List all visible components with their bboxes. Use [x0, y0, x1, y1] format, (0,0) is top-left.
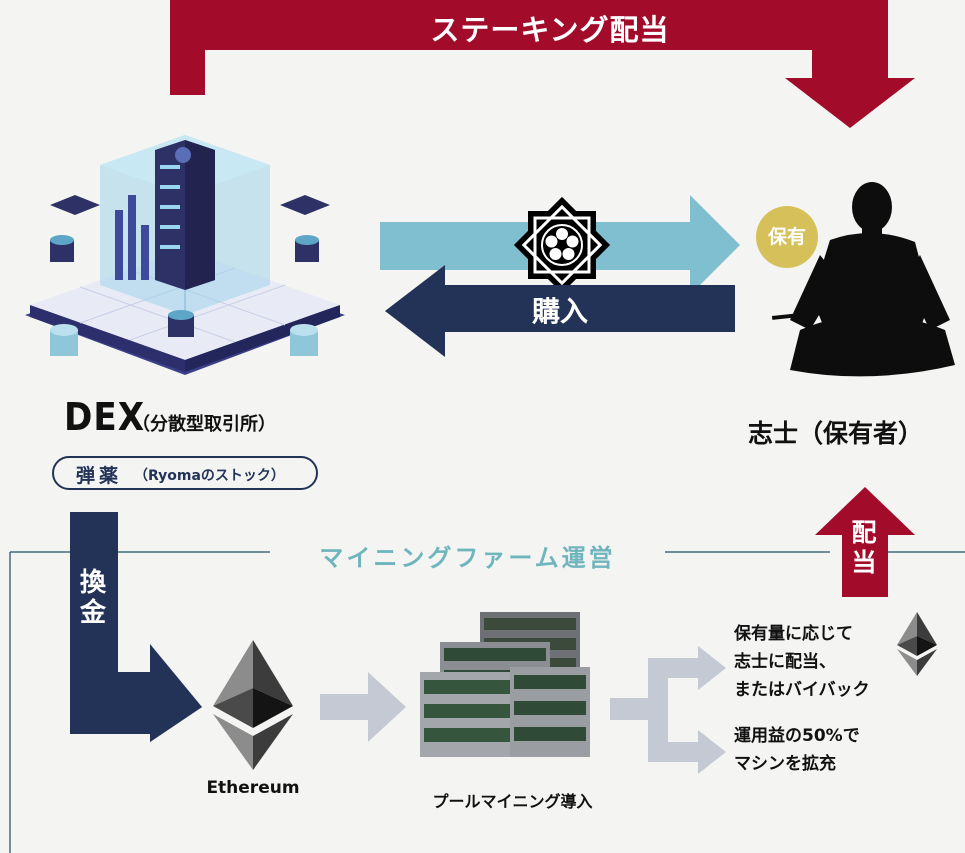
exchange-arrow [70, 512, 202, 742]
ethereum-small-icon [897, 612, 937, 676]
samurai-silhouette-icon [771, 182, 955, 377]
outcome-1-line-1: 保有量に応じて [734, 624, 853, 644]
kamon-crest-icon [513, 196, 611, 294]
outcome-2-line-2: マシンを拡充 [734, 754, 836, 774]
holder-label: 志士（保有者） [748, 419, 924, 448]
flow-arrow-to-pool [320, 672, 406, 742]
outcome-1-line-2: 志士に配当、 [734, 652, 836, 672]
purchase-label: 購入 [531, 295, 588, 328]
outcome-2-line-1: 運用益の50%で [734, 726, 860, 746]
ryoma-stock-label: （Ryomaのストック） [134, 468, 285, 484]
dividend-up-arrow [815, 487, 915, 597]
dex-subtitle: （分散型取引所） [132, 414, 276, 435]
mining-farm-frame [9, 551, 965, 853]
mining-rig-icon [420, 612, 590, 757]
mining-farm-title: マイニングファーム運営 [319, 544, 616, 572]
pool-mining-label: プールマイニング導入 [432, 792, 593, 811]
purchase-arrow [385, 265, 735, 357]
exchange-label: 換金 [79, 568, 106, 628]
staking-arrow-shape [170, 0, 915, 128]
dex-stock-pill: 弾薬 （Ryomaのストック） [52, 456, 318, 490]
ethereum-label: Ethereum [206, 778, 300, 798]
dividend-label: 配当 [851, 518, 877, 577]
ethereum-icon [213, 640, 293, 770]
dex-server-icon [25, 135, 345, 375]
outcome-dividend-text: 保有量に応じて 志士に配当、 またはバイバック [734, 620, 870, 704]
branch-arrow [610, 646, 726, 774]
outcome-expand-text: 運用益の50%で マシンを拡充 [734, 722, 860, 778]
ammo-label: 弾薬 [76, 465, 123, 487]
hold-badge: 保有 [756, 206, 818, 268]
staking-dividend-arrow [170, 0, 915, 128]
staking-dividend-label: ステーキング配当 [430, 13, 670, 47]
outcome-1-line-3: またはバイバック [734, 680, 870, 700]
dex-title: DEX [64, 395, 146, 439]
